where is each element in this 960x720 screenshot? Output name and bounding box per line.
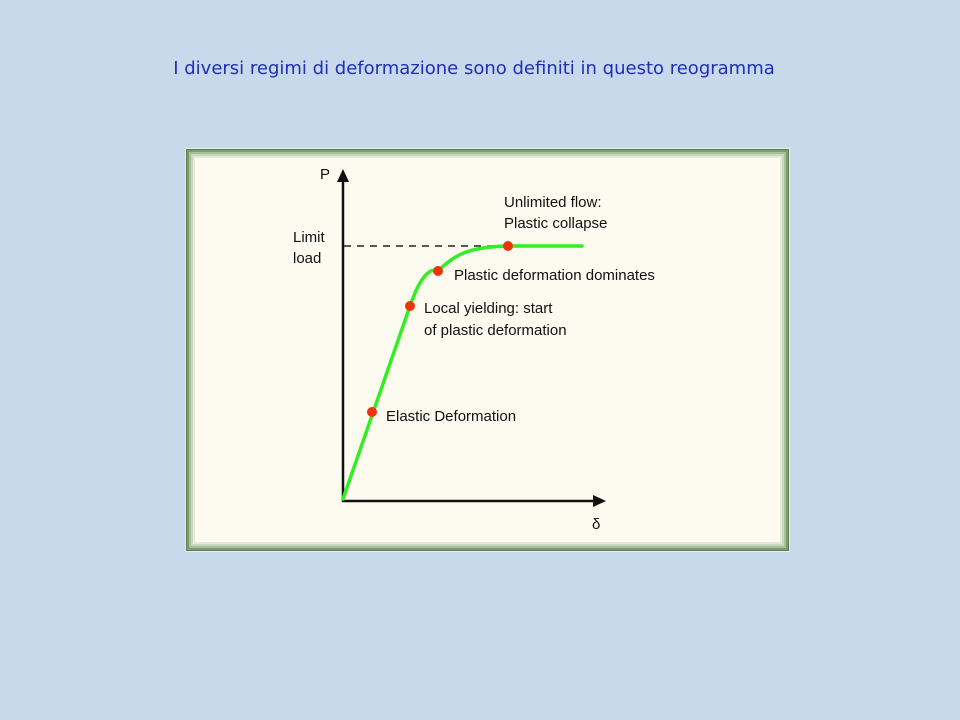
marker-plastic-collapse	[503, 241, 513, 251]
y-axis-arrow	[337, 169, 349, 182]
y-axis-label: P	[320, 166, 330, 183]
label-local-yielding-line1: Local yielding: start	[424, 300, 553, 317]
label-collapse-line1: Unlimited flow:	[504, 194, 602, 211]
marker-local-yielding	[405, 301, 415, 311]
limit-load-label-line1: Limit	[293, 229, 326, 246]
load-deformation-diagram: P δ Limit load Elastic Deformation Local…	[293, 166, 655, 533]
label-local-yielding-line2: of plastic deformation	[424, 322, 567, 339]
label-plastic-dominates: Plastic deformation dominates	[454, 267, 655, 284]
marker-plastic-dominates	[433, 266, 443, 276]
label-elastic-deformation: Elastic Deformation	[386, 408, 516, 425]
diagram-frame: P δ Limit load Elastic Deformation Local…	[185, 148, 790, 552]
slide-title: I diversi regimi di deformazione sono de…	[173, 58, 775, 79]
marker-elastic	[367, 407, 377, 417]
x-axis-label: δ	[592, 516, 600, 533]
x-axis-arrow	[593, 495, 606, 507]
label-collapse-line2: Plastic collapse	[504, 215, 607, 232]
limit-load-label-line2: load	[293, 250, 321, 267]
